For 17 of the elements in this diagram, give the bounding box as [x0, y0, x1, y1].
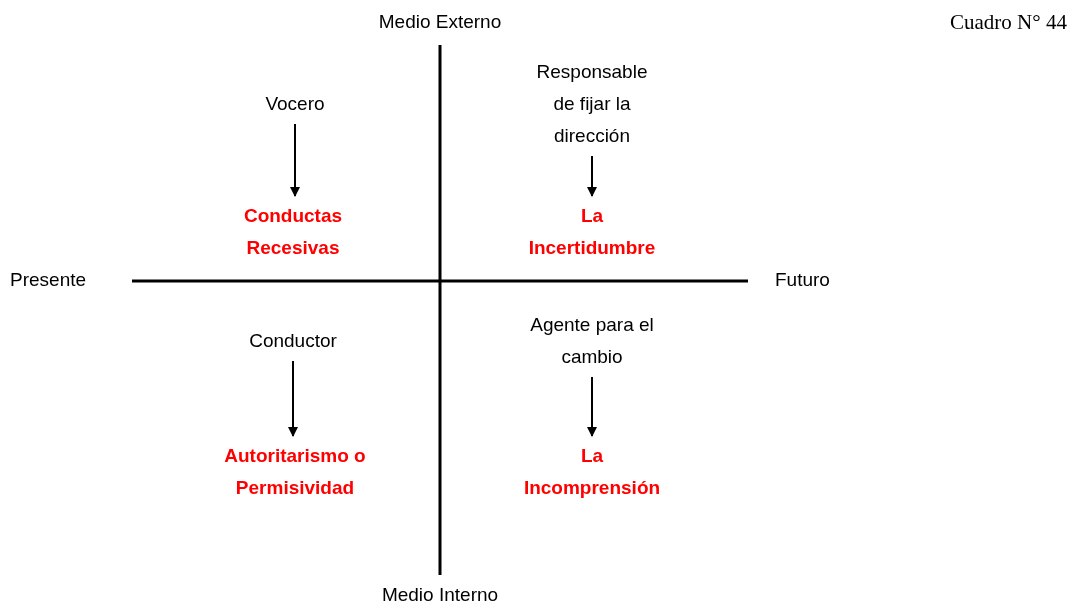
arrow: [288, 360, 298, 437]
arrow: [587, 155, 597, 197]
outcome-label: La Incomprensión: [512, 440, 672, 504]
axis-label: Presente: [10, 268, 87, 292]
role-label: Agente para el cambio: [507, 309, 677, 373]
arrow: [587, 376, 597, 437]
axis-label: Medio Interno: [381, 583, 499, 607]
outcome-label: Autoritarismo o Permisividad: [220, 440, 370, 504]
outcome-label: La Incertidumbre: [522, 200, 662, 264]
role-label: Vocero: [195, 88, 395, 120]
outcome-label: Conductas Recesivas: [213, 200, 373, 264]
role-label: Responsable de fijar la dirección: [529, 56, 655, 152]
figure-number: Cuadro N° 44: [950, 10, 1067, 34]
role-label: Conductor: [193, 325, 393, 357]
axis-label: Futuro: [775, 268, 830, 292]
arrow: [290, 123, 300, 197]
axis-label: Medio Externo: [378, 10, 502, 34]
